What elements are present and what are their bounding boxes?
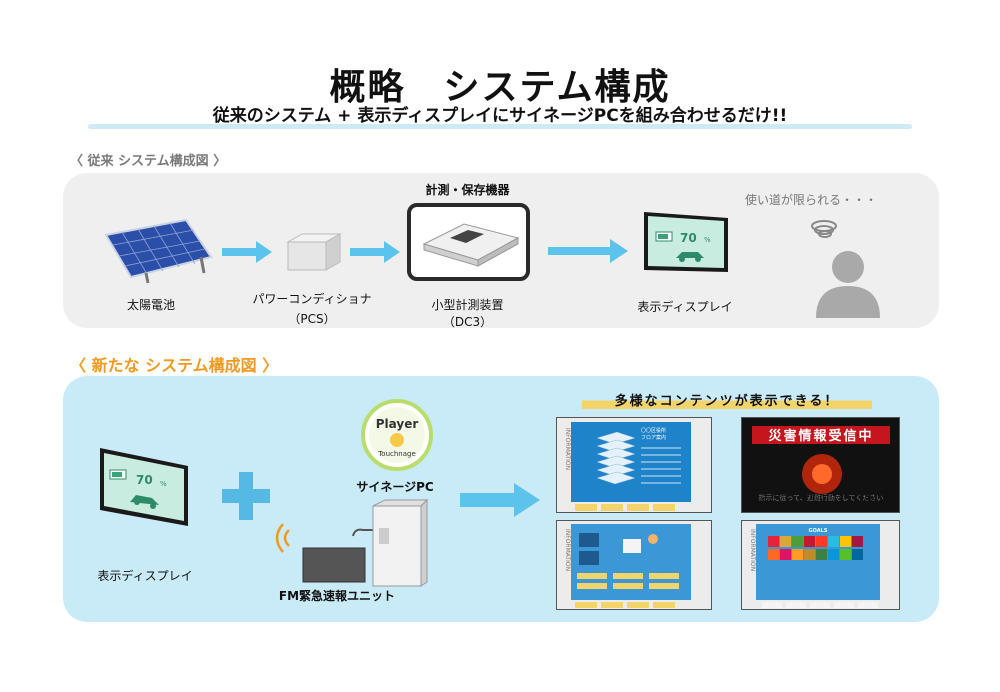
legacy-display-unit: % [704,236,711,244]
dc3-device-icon [422,223,520,267]
pcs-caption-line2: （PCS） [288,312,336,326]
player-logo-subtext: Touchnage [377,450,416,458]
screen-floor-guide: INFORMATION 〇〇区役所 フロア案内 [556,417,712,513]
disaster-title: 災害情報受信中 [768,428,873,444]
page-subtitle: 従来のシステム + 表示ディスプレイにサイネージPCを組み合わせるだけ!! [212,106,788,126]
legacy-display-icon: 70 % [644,212,728,272]
information-label: INFORMATION [564,529,571,571]
solar-panel-icon [104,218,213,284]
pcs-device-icon [286,233,342,271]
information-label: INFORMATION [749,529,756,571]
fm-unit-caption: FM緊急速報ユニット [278,589,396,603]
legacy-display-caption: 表示ディスプレイ [637,300,733,314]
plus-icon [222,472,270,520]
floor-title-line1: 〇〇区役所 [641,427,666,434]
legacy-section-label: 〈 従来 システム構成図 〉 [70,154,227,169]
signage-pc-caption: サイネージPC [356,480,434,494]
player-logo-text: Player [376,417,419,431]
floor-title-line2: フロア案内 [641,434,666,441]
limited-use-text: 使い道が限られる・・・ [745,193,878,207]
goals-label: GOALS [809,528,828,534]
arrow-icon [222,241,272,263]
arrow-icon [350,241,400,263]
legacy-display-percent: 70 [680,231,697,245]
screen-sdgs: INFORMATION GOALS [741,520,900,610]
dc3-caption-line1: 小型計測装置 [431,298,504,312]
new-display-caption: 表示ディスプレイ [97,569,193,583]
new-display-icon: 70 % [100,448,188,526]
confused-person-icon [811,220,880,318]
device-group-label: 計測・保存機器 [425,183,510,197]
title-underline [88,124,912,129]
arrow-icon [548,239,628,263]
new-display-unit: % [160,480,167,488]
disaster-message: 指示に従って、避難行動をしてください [759,493,884,502]
information-label: INFORMATION [564,428,571,470]
solar-caption: 太陽電池 [126,298,175,312]
new-section-label: 〈 新たな システム構成図 〉 [70,356,279,375]
arrow-icon [460,483,540,517]
new-display-percent: 70 [136,473,153,487]
screen-disaster-alert: 災害情報受信中 指示に従って、避難行動をしてください [741,417,900,513]
player-logo-icon: Player Touchnage [361,399,433,471]
fm-unit-and-pc-icon [275,498,429,587]
pcs-caption-line1: パワーコンディショナ [252,292,372,306]
contents-banner: 多様なコンテンツが表示できる！ [582,390,872,409]
screen-energy-info: INFORMATION [556,520,712,610]
dc3-caption-line2: （DC3） [442,315,493,329]
page-title: 概略 システム構成 [329,67,671,108]
